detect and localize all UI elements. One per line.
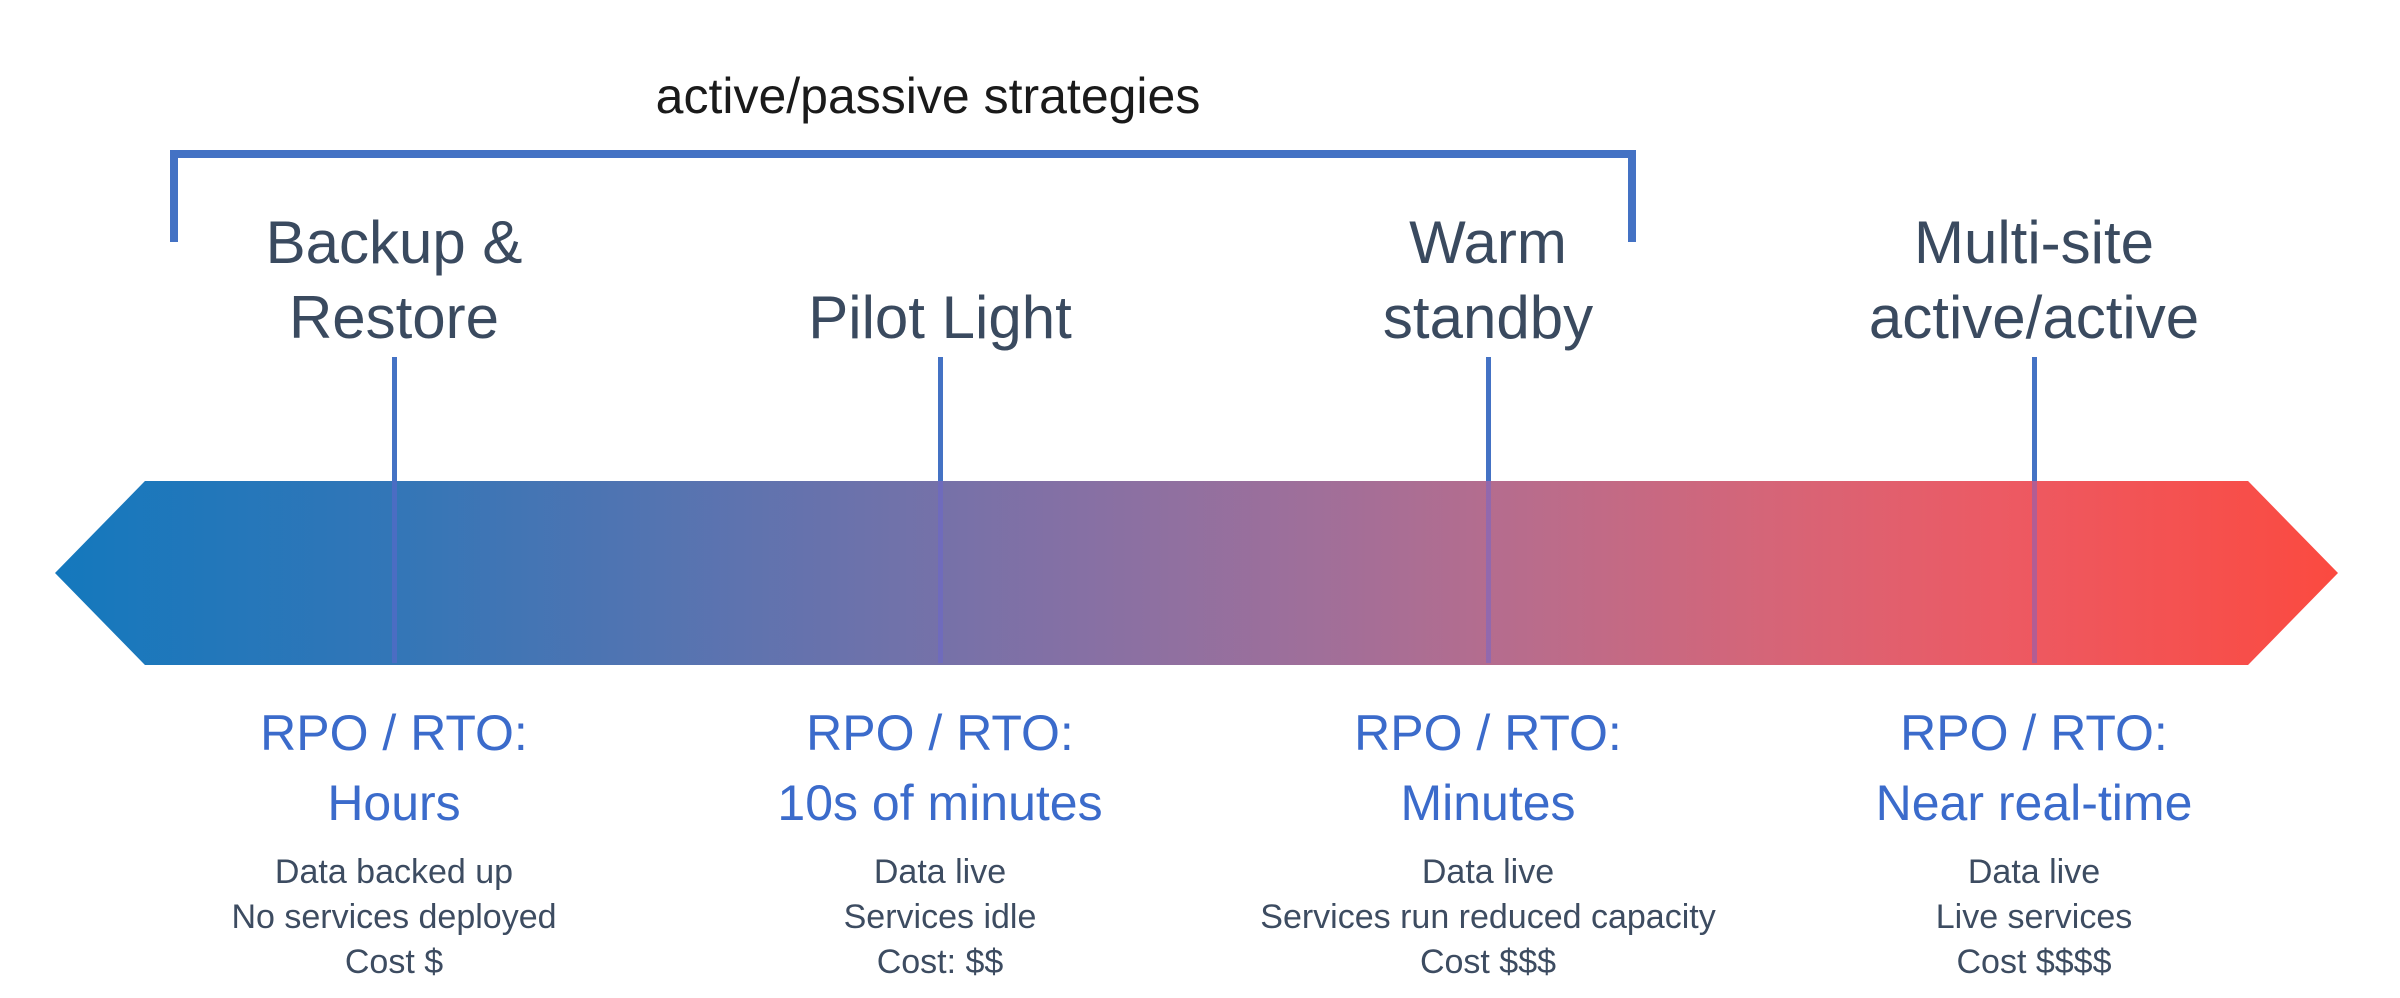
- connector-line-pilot-light: [938, 357, 943, 481]
- rpo-rto-value: Near real-time: [1875, 775, 2193, 831]
- strategy-description-warm-standby: Data live Services run reduced capacity …: [1260, 853, 1716, 981]
- connector-through-warm-standby: [1486, 481, 1491, 663]
- connector-line-warm-standby: [1486, 357, 1491, 481]
- rpo-rto-value: Minutes: [1400, 775, 1576, 831]
- rpo-rto-value: Hours: [327, 775, 461, 831]
- rpo-rto-label: RPO / RTO:: [1354, 705, 1622, 761]
- connector-line-backup-restore: [392, 357, 397, 481]
- connector-line-multi-site: [2032, 357, 2037, 481]
- active-passive-strategies-title: active/passive strategies: [655, 68, 1201, 124]
- rpo-rto-backup-restore: RPO / RTO: Hours: [94, 698, 694, 838]
- strategy-name-multi-site: Multi-site active/active: [1868, 209, 2200, 351]
- strategy-description-backup-restore: Data backed up No services deployed Cost…: [231, 853, 557, 981]
- rpo-rto-label: RPO / RTO:: [260, 705, 528, 761]
- rpo-rto-value: 10s of minutes: [777, 775, 1103, 831]
- strategy-description-multi-site: Data live Live services Cost $$$$: [1935, 853, 2133, 981]
- connector-through-pilot-light: [938, 481, 943, 663]
- strategy-name-backup-restore: Backup & Restore: [265, 209, 523, 351]
- active-passive-bracket: [170, 150, 1636, 242]
- connector-through-multi-site: [2032, 481, 2037, 663]
- rpo-rto-label: RPO / RTO:: [806, 705, 1074, 761]
- rpo-rto-pilot-light: RPO / RTO: 10s of minutes: [640, 698, 1240, 838]
- strategy-name-pilot-light: Pilot Light: [808, 284, 1072, 351]
- strategy-name-warm-standby: Warm standby: [1382, 209, 1594, 351]
- spectrum-gradient-arrow: [55, 481, 2338, 665]
- rpo-rto-label: RPO / RTO:: [1900, 705, 2168, 761]
- rpo-rto-multi-site: RPO / RTO: Near real-time: [1734, 698, 2334, 838]
- strategy-description-pilot-light: Data live Services idle Cost: $$: [843, 853, 1037, 981]
- rpo-rto-warm-standby: RPO / RTO: Minutes: [1188, 698, 1788, 838]
- connector-through-backup-restore: [392, 481, 397, 663]
